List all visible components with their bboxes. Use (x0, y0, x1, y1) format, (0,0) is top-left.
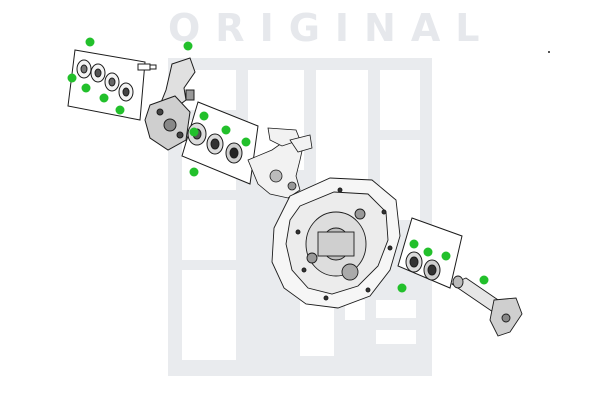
hotspots (67, 37, 489, 293)
hotspot-16[interactable] (397, 283, 407, 293)
hotspot-7[interactable] (199, 111, 209, 121)
bushing-8 (405, 251, 423, 273)
bushing-1 (76, 59, 92, 79)
hotspot-13[interactable] (423, 247, 433, 257)
bushing-6 (206, 133, 224, 155)
bolt-part (137, 63, 157, 71)
hotspot-14[interactable] (441, 251, 451, 261)
gearbox-housing (271, 177, 401, 309)
hotspot-3[interactable] (81, 83, 91, 93)
watermark-text: ORIGINAL (168, 6, 495, 50)
shift-mechanism (247, 127, 313, 199)
hotspot-5[interactable] (115, 105, 125, 115)
hotspot-9[interactable] (221, 125, 231, 135)
stray-dot (548, 51, 550, 53)
bushing-3 (104, 72, 120, 92)
bushing-4 (118, 82, 134, 102)
bushing-kit-box-2 (181, 101, 259, 185)
hotspot-2[interactable] (67, 73, 77, 83)
bushing-kit-box-1 (67, 49, 146, 121)
hotspot-11[interactable] (189, 167, 199, 177)
bushing-7 (225, 142, 243, 164)
hotspot-12[interactable] (409, 239, 419, 249)
hotspot-8[interactable] (189, 127, 199, 137)
hotspot-6[interactable] (183, 41, 193, 51)
hotspot-15[interactable] (479, 275, 489, 285)
bushing-9 (423, 259, 441, 281)
bushing-2 (90, 63, 106, 83)
hotspot-4[interactable] (99, 93, 109, 103)
hotspot-1[interactable] (85, 37, 95, 47)
selector-shaft (451, 275, 523, 337)
gear-lever-bracket (144, 57, 196, 151)
hotspot-10[interactable] (241, 137, 251, 147)
